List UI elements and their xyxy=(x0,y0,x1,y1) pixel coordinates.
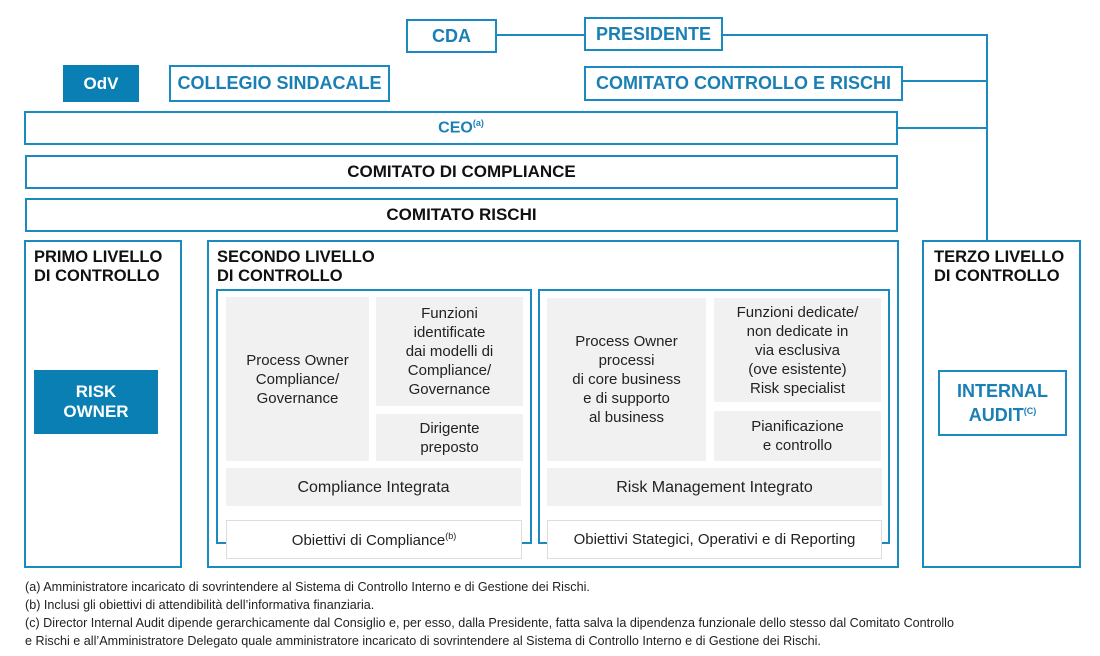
ceo-label: CEO(a) xyxy=(438,118,484,137)
process-owner-business-cell: Process Owner processi di core business e d… xyxy=(547,298,706,461)
collegio-sindacale-box: COLLEGIO SINDACALE xyxy=(169,65,390,102)
cell-line: Governance xyxy=(256,389,339,407)
ceo-box: CEO(a) xyxy=(24,111,898,145)
obiettivi-compliance-box: Obiettivi di Compliance(b) xyxy=(226,520,522,559)
connector-ceo xyxy=(897,127,987,129)
cell-line: processi xyxy=(598,352,655,369)
ccr-box: COMITATO CONTROLLO E RISCHI xyxy=(584,66,903,101)
odv-label: OdV xyxy=(83,73,119,93)
odv-box: OdV xyxy=(63,65,139,102)
cell-line: Pianificazione xyxy=(751,418,844,435)
connector-ccr xyxy=(902,80,987,82)
cell-line: identificate xyxy=(413,324,486,341)
obiettivi-compliance-label: Obiettivi di Compliance(b) xyxy=(292,531,456,549)
risk-owner-line: OWNER xyxy=(63,402,129,421)
comitato-rischi-box: COMITATO RISCHI xyxy=(25,198,898,232)
obiettivi-strategici-box: Obiettivi Stategici, Operativi e di Repo… xyxy=(547,520,882,559)
risk-management-integrato-cell: Risk Management Integrato xyxy=(547,468,882,506)
cell-line: Dirigente xyxy=(419,419,480,437)
cell-line: Funzioni dedicate/ xyxy=(736,303,859,321)
cda-box: CDA xyxy=(406,19,497,53)
cell-text: Funzioni identificate dai modelli di Compli… xyxy=(406,304,494,399)
cell-line: di core business xyxy=(572,371,681,388)
presidente-box: PRESIDENTE xyxy=(584,17,723,51)
terzo-title-line: TERZO LIVELLO xyxy=(934,248,1065,266)
obiettivi-strategici-label: Obiettivi Stategici, Operativi e di Repo… xyxy=(573,531,856,548)
obiettivi-compliance-text: Obiettivi di Compliance xyxy=(291,531,446,549)
terzo-title-line: DI CONTROLLO xyxy=(934,267,1060,285)
compliance-integrata-cell: Compliance Integrata xyxy=(226,468,521,506)
cell-line: Process Owner xyxy=(575,333,678,350)
internal-audit-line: INTERNAL xyxy=(957,381,1048,401)
connector-cda-presidente xyxy=(496,34,585,36)
cell-line: Process Owner xyxy=(246,351,349,369)
audit-note: (C) xyxy=(1023,406,1037,416)
compliance-integrata-label: Compliance Integrata xyxy=(297,478,450,496)
comitato-compliance-label: COMITATO DI COMPLIANCE xyxy=(347,162,576,181)
footnote-b: (b) Inclusi gli obiettivi di attendibili… xyxy=(25,598,375,612)
cell-line: e di supporto xyxy=(583,390,670,407)
connector-vertical xyxy=(986,34,988,241)
cell-line: dai modelli di xyxy=(405,343,494,360)
cell-line: Funzioni xyxy=(421,305,478,322)
cell-line: al business xyxy=(588,409,665,426)
secondo-title-line: SECONDO LIVELLO xyxy=(217,248,375,266)
collegio-label: COLLEGIO SINDACALE xyxy=(177,73,382,93)
secondo-title-line: DI CONTROLLO xyxy=(217,267,343,285)
cell-text: Pianificazione e controllo xyxy=(751,417,844,455)
cell-line: e controllo xyxy=(762,437,833,454)
footnote-c: (c) Director Internal Audit dipende gera… xyxy=(25,616,954,630)
cell-line: Compliance/ xyxy=(255,370,340,388)
cell-line: Compliance/ xyxy=(407,362,492,379)
ccr-label: COMITATO CONTROLLO E RISCHI xyxy=(596,73,891,93)
internal-audit-line: AUDIT(C) xyxy=(969,401,1037,425)
pianificazione-cell: Pianificazione e controllo xyxy=(714,411,881,461)
footnote-a: (a) Amministratore incaricato di sovrint… xyxy=(25,580,590,594)
comitato-compliance-box: COMITATO DI COMPLIANCE xyxy=(25,155,898,189)
ceo-note: (a) xyxy=(472,118,484,129)
cda-label: CDA xyxy=(432,25,471,46)
cell-line: Risk specialist xyxy=(749,379,846,397)
comitato-rischi-label: COMITATO RISCHI xyxy=(386,205,537,224)
ceo-text: CEO xyxy=(438,119,473,137)
risk-management-label: Risk Management Integrato xyxy=(616,478,813,496)
cell-line: via esclusiva xyxy=(754,341,841,359)
cell-line: (ove esistente) xyxy=(748,360,847,378)
cell-line: non dedicate in xyxy=(746,322,849,340)
footnote-c-cont: e Rischi e all’Amministratore Delegato q… xyxy=(25,634,821,648)
audit-text: AUDIT xyxy=(968,405,1024,425)
obiettivi-note: (b) xyxy=(445,530,457,541)
cell-line: Governance xyxy=(408,381,491,398)
cell-line: preposto xyxy=(420,438,479,456)
funzioni-identificate-cell: Funzioni identificate dai modelli di Compli… xyxy=(376,297,523,406)
primo-title-line: DI CONTROLLO xyxy=(34,267,160,285)
connector-presidente xyxy=(722,34,988,36)
cell-text: Process Owner processi di core business e d… xyxy=(572,332,680,427)
risk-owner-line: RISK xyxy=(75,382,117,401)
primo-title-line: PRIMO LIVELLO xyxy=(34,248,163,266)
presidente-label: PRESIDENTE xyxy=(595,23,712,44)
